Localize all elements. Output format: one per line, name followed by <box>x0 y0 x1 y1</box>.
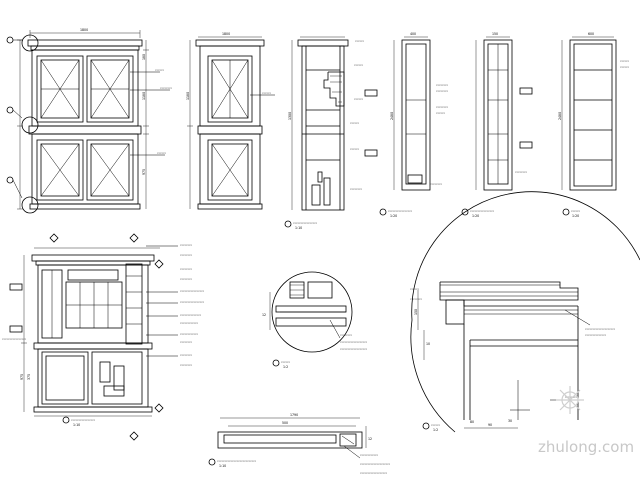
svg-text:1:20: 1:20 <box>572 214 579 218</box>
svg-text:▭▭▭▭▭▭▭: ▭▭▭▭▭▭▭ <box>585 333 606 337</box>
svg-text:375: 375 <box>27 374 31 380</box>
dim-detail-90: 90 <box>488 423 492 427</box>
svg-text:▭▭▭▭: ▭▭▭▭ <box>180 243 192 247</box>
svg-text:▭▭▭▭: ▭▭▭▭ <box>410 297 422 301</box>
svg-text:▭▭▭: ▭▭▭ <box>350 147 359 151</box>
svg-text:▭▭▭▭▭▭▭▭▭▭: ▭▭▭▭▭▭▭▭▭▭ <box>585 327 615 331</box>
svg-text:▭▭▭▭: ▭▭▭▭ <box>180 353 192 357</box>
svg-text:▭▭▭▭: ▭▭▭▭ <box>350 187 362 191</box>
svg-text:▭▭▭▭: ▭▭▭▭ <box>180 340 192 344</box>
side-elevation-a: 400 2480 ▭▭▭▭ ▭▭▭▭ ▭▭▭▭ ▭▭▭ ▭▭▭▭ ▭▭▭▭▭▭▭… <box>379 32 448 218</box>
svg-text:▭▭▭: ▭▭▭ <box>436 111 445 115</box>
dim-detail-150: 150 <box>414 309 418 315</box>
svg-text:▭▭▭▭▭▭: ▭▭▭▭▭▭ <box>180 321 198 325</box>
dim-top-overall: 1800 <box>80 28 88 32</box>
svg-text:▭▭▭: ▭▭▭ <box>410 287 419 291</box>
svg-text:▭▭▭▭: ▭▭▭▭ <box>160 86 172 90</box>
svg-text:▭▭▭▭▭▭▭▭▭▭: ▭▭▭▭▭▭▭▭▭▭ <box>360 462 390 466</box>
svg-text:2480: 2480 <box>390 112 394 120</box>
wardrobe-front-elevation: 975 375 ▭▭▭▭▭▭▭▭ ▭▭▭▭ ▭▭▭▭ ▭▭▭▭ ▭▭▭▭ ▭▭▭… <box>2 233 204 441</box>
svg-text:10: 10 <box>426 342 430 346</box>
svg-text:▭▭▭: ▭▭▭ <box>431 423 440 427</box>
watermark: zhulong.com <box>538 386 634 456</box>
dim-plan-width: 1790 <box>290 413 298 417</box>
svg-text:▭▭▭▭▭▭▭▭: ▭▭▭▭▭▭▭▭ <box>293 221 317 225</box>
dim-vertical-1300: 1300 <box>288 112 292 120</box>
svg-text:▭▭▭▭: ▭▭▭▭ <box>436 89 448 93</box>
svg-text:975: 975 <box>20 374 24 380</box>
svg-text:▭▭▭▭▭▭▭▭▭: ▭▭▭▭▭▭▭▭▭ <box>360 471 387 475</box>
cabinet-plan-view: 1790 500 12 ▭▭▭▭▭▭ ▭▭▭▭▭▭▭▭▭▭ ▭▭▭▭▭▭▭▭▭ … <box>208 413 390 475</box>
svg-text:▭▭▭▭▭▭▭▭: ▭▭▭▭▭▭▭▭ <box>2 337 26 341</box>
svg-text:180: 180 <box>142 54 146 60</box>
svg-text:1:10: 1:10 <box>73 423 80 427</box>
svg-text:▭▭▭▭: ▭▭▭▭ <box>430 182 442 186</box>
svg-text:▭▭▭: ▭▭▭ <box>355 39 364 43</box>
svg-text:1180: 1180 <box>142 92 146 100</box>
svg-text:▭▭▭▭: ▭▭▭▭ <box>180 253 192 257</box>
svg-text:▭▭▭▭▭▭▭▭: ▭▭▭▭▭▭▭▭ <box>388 209 412 213</box>
svg-text:1:20: 1:20 <box>472 214 479 218</box>
side-elevation-b: 150 ▭▭▭▭ ▭▭▭▭▭▭▭▭ 1:20 <box>461 32 533 218</box>
svg-text:▭▭▭▭: ▭▭▭▭ <box>340 333 352 337</box>
dim-vertical-1180: 1180 <box>186 92 190 100</box>
svg-text:975: 975 <box>142 169 146 175</box>
svg-text:▭▭▭: ▭▭▭ <box>157 151 166 155</box>
svg-text:12: 12 <box>368 437 372 441</box>
svg-text:30: 30 <box>508 419 512 423</box>
svg-text:▭▭▭▭▭▭▭▭▭▭▭▭▭: ▭▭▭▭▭▭▭▭▭▭▭▭▭ <box>217 459 256 463</box>
dim-detail-12: 12 <box>262 313 266 317</box>
svg-text:▭▭▭▭▭▭▭▭: ▭▭▭▭▭▭▭▭ <box>71 418 95 422</box>
watermark-text: zhulong.com <box>538 438 634 456</box>
svg-text:▭▭▭: ▭▭▭ <box>155 68 164 72</box>
svg-text:▭▭▭▭: ▭▭▭▭ <box>436 105 448 109</box>
svg-text:▭▭▭▭▭▭▭: ▭▭▭▭▭▭▭ <box>180 313 201 317</box>
svg-text:1:2: 1:2 <box>283 365 288 369</box>
svg-text:▭▭▭: ▭▭▭ <box>262 91 271 95</box>
detail-circle-small: ▭▭▭▭ ▭▭▭▭▭▭▭▭▭ ▭▭▭▭▭▭▭▭▭ ▭▭▭ 1:2 12 <box>262 271 367 369</box>
dim-narrow-width: 1800 <box>222 32 230 36</box>
svg-text:1:10: 1:10 <box>219 464 226 468</box>
dim-section-b-width: 600 <box>588 32 594 36</box>
svg-text:▭▭▭▭: ▭▭▭▭ <box>180 277 192 281</box>
cabinet-section-view: 1300 ▭▭▭ ▭▭▭ ▭▭▭ ▭▭▭ ▭▭▭ ▭▭▭▭ ▭▭▭▭▭▭▭▭ 1… <box>284 36 378 230</box>
svg-text:▭▭▭▭▭▭: ▭▭▭▭▭▭ <box>180 332 198 336</box>
svg-text:▭▭▭: ▭▭▭ <box>620 65 629 69</box>
svg-text:▭▭▭: ▭▭▭ <box>354 97 363 101</box>
svg-text:▭▭▭: ▭▭▭ <box>620 59 629 63</box>
svg-text:▭▭▭: ▭▭▭ <box>281 360 290 364</box>
svg-text:1:20: 1:20 <box>390 214 397 218</box>
svg-text:▭▭▭▭: ▭▭▭▭ <box>180 267 192 271</box>
cabinet-front-elevation-narrow: 1800 1180 ▭▭▭ <box>186 32 275 210</box>
svg-text:▭▭▭▭: ▭▭▭▭ <box>565 395 577 399</box>
dim-side-width: 400 <box>410 32 416 36</box>
svg-text:▭▭▭▭▭▭▭▭▭: ▭▭▭▭▭▭▭▭▭ <box>340 347 367 351</box>
svg-text:▭▭▭▭▭▭▭▭: ▭▭▭▭▭▭▭▭ <box>180 289 204 293</box>
dim-plan-inner: 500 <box>282 421 288 425</box>
svg-text:▭▭▭▭▭▭▭▭: ▭▭▭▭▭▭▭▭ <box>470 209 494 213</box>
svg-text:▭▭▭▭: ▭▭▭▭ <box>180 363 192 367</box>
svg-text:▭▭▭▭: ▭▭▭▭ <box>436 83 448 87</box>
svg-text:▭▭▭: ▭▭▭ <box>571 209 580 213</box>
svg-text:▭▭▭▭▭▭▭▭▭: ▭▭▭▭▭▭▭▭▭ <box>340 340 367 344</box>
svg-text:▭▭▭: ▭▭▭ <box>350 121 359 125</box>
svg-text:1:2: 1:2 <box>433 428 438 432</box>
svg-text:80: 80 <box>470 420 474 424</box>
svg-text:▭▭▭: ▭▭▭ <box>354 63 363 67</box>
cabinet-front-elevation-large: 1800 <box>6 28 172 214</box>
svg-text:▭▭▭▭▭▭▭▭: ▭▭▭▭▭▭▭▭ <box>180 300 204 304</box>
section-b-view: 600 2480 ▭▭▭ ▭▭▭ ▭▭▭ 1:20 <box>558 32 629 218</box>
svg-text:1:10: 1:10 <box>295 226 302 230</box>
svg-text:2480: 2480 <box>558 112 562 120</box>
svg-text:▭▭▭▭▭▭: ▭▭▭▭▭▭ <box>360 453 378 457</box>
svg-text:150: 150 <box>492 32 498 36</box>
svg-text:▭▭▭▭: ▭▭▭▭ <box>515 170 527 174</box>
detail-circle-large: ▭▭▭▭▭▭▭▭▭▭ ▭▭▭▭▭▭▭ ▭▭▭▭ 150 10 ▭▭▭▭ ▭▭▭ … <box>410 191 640 433</box>
